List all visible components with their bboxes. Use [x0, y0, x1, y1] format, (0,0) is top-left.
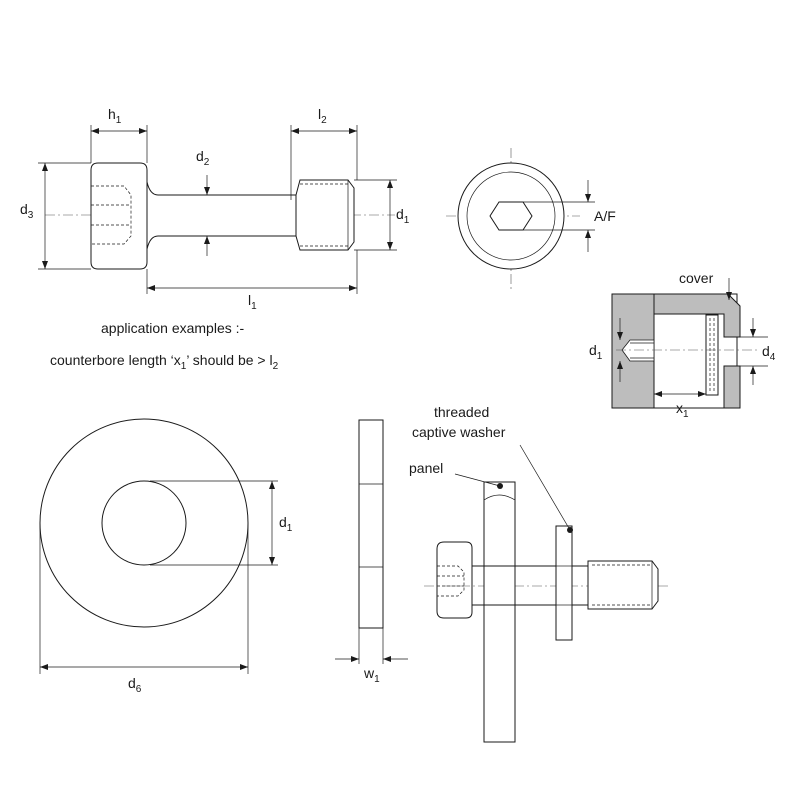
- label-d6: d6: [128, 675, 142, 695]
- dimension-af: A/F: [523, 180, 616, 252]
- dimension-d1-thread: d1: [354, 179, 410, 251]
- label-d3: d3: [20, 201, 34, 221]
- label-l2: l2: [318, 106, 327, 126]
- label-panel: panel: [409, 460, 443, 476]
- screw-side-view: [45, 162, 395, 270]
- label-d4: d4: [762, 343, 776, 363]
- label-threaded: threaded: [434, 404, 489, 420]
- screw-end-view: [446, 148, 580, 292]
- counterbore-note: counterbore length ‘x1’ should be > l2: [50, 352, 279, 372]
- dimension-l1: l1: [146, 250, 358, 312]
- label-l1: l1: [248, 292, 257, 312]
- dimension-d3: d3: [20, 162, 91, 270]
- label-w1: w1: [363, 665, 380, 685]
- label-captive-washer: captive washer: [412, 424, 506, 440]
- application-detail-cover: cover d1 d4 x1: [589, 270, 776, 420]
- dimension-h1: h1: [90, 106, 148, 163]
- label-d1-washer: d1: [279, 514, 293, 534]
- label-d1-app: d1: [589, 342, 603, 362]
- washer-side-view: w1: [335, 419, 408, 685]
- label-x1: x1: [676, 400, 689, 420]
- label-d1-thread: d1: [396, 206, 410, 226]
- label-af: A/F: [594, 208, 616, 224]
- label-h1: h1: [108, 106, 122, 126]
- label-d2: d2: [196, 148, 210, 168]
- assembly-view: threaded captive washer panel: [409, 404, 670, 743]
- dimension-l2: l2: [290, 106, 358, 200]
- application-examples-note: application examples :-: [101, 320, 245, 336]
- dimension-d2: d2: [196, 148, 210, 256]
- label-cover: cover: [679, 270, 714, 286]
- washer-front-view: d1 d6: [39, 418, 293, 695]
